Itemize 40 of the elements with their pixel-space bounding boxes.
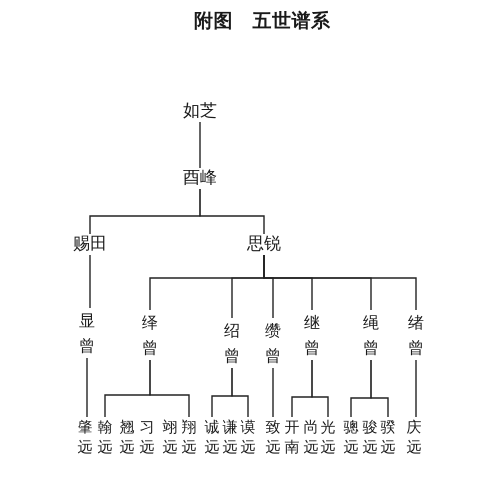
connector-line	[415, 360, 417, 417]
person-name: 翘远	[120, 417, 134, 457]
person-name: 谟远	[240, 417, 256, 457]
diagram-title: 附图 五世谱系	[194, 9, 330, 33]
person-name: 绪曾	[408, 310, 424, 360]
connector-line	[89, 255, 91, 308]
person-name: 继曾	[304, 310, 320, 360]
person-name: 思锐	[247, 234, 281, 255]
person-name: 骢远	[344, 417, 358, 457]
person-name: 显曾	[79, 308, 95, 358]
person-name: 开南	[284, 417, 300, 457]
person-name: 翊远	[162, 417, 178, 457]
connector-line	[263, 255, 417, 310]
person-name: 习远	[140, 417, 154, 457]
person-name: 骏远	[362, 417, 378, 457]
person-name: 谦远	[222, 417, 238, 457]
person-name: 绎曾	[142, 310, 158, 360]
connector-line	[231, 368, 249, 417]
connector-line	[311, 360, 329, 417]
connector-line	[370, 360, 389, 417]
person-name: 庆远	[406, 417, 422, 457]
person-name: 翰远	[98, 417, 112, 457]
connector-line	[199, 122, 201, 168]
connector-line	[86, 358, 88, 417]
connector-line	[199, 189, 265, 234]
person-name: 缵曾	[265, 318, 281, 368]
person-name: 尚远	[304, 417, 318, 457]
connector-line	[149, 360, 190, 417]
person-name: 骙远	[380, 417, 396, 457]
person-name: 赐田	[73, 234, 107, 255]
person-name: 肇远	[78, 417, 92, 457]
connector-line	[272, 368, 274, 417]
person-name: 致远	[266, 417, 280, 457]
person-name: 酉峰	[183, 168, 217, 189]
person-name: 如芝	[183, 101, 217, 122]
person-name: 绳曾	[363, 310, 379, 360]
person-name: 光远	[320, 417, 336, 457]
person-name: 翔远	[182, 417, 196, 457]
person-name: 诚远	[204, 417, 220, 457]
person-name: 绍曾	[224, 318, 240, 368]
